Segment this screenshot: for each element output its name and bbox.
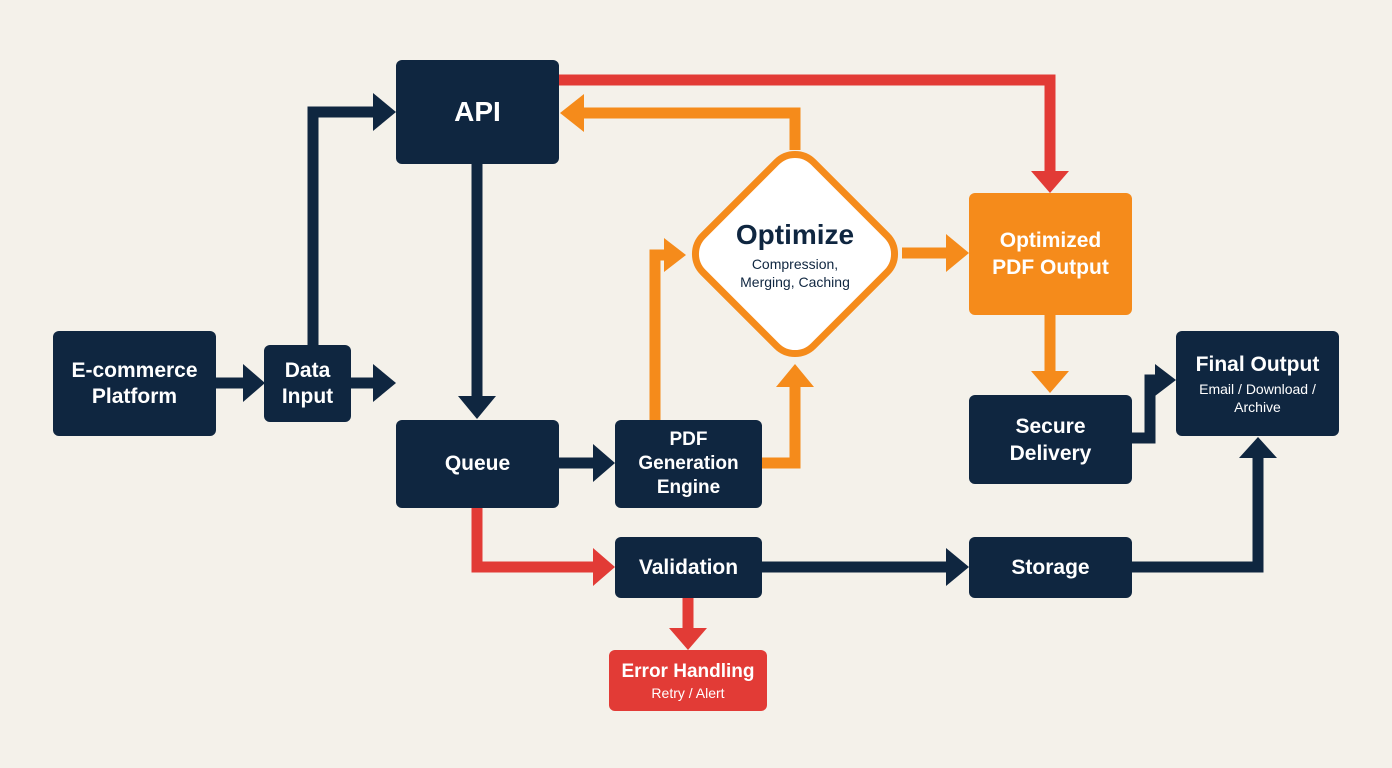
arrowhead [1031, 371, 1069, 393]
storage-node: Storage [969, 537, 1132, 598]
arrowhead [664, 238, 686, 272]
arrowhead [1239, 437, 1277, 458]
arrowhead [560, 94, 584, 132]
optimize-diamond [691, 150, 899, 358]
edge-data-input-to-api [307, 106, 376, 345]
arrowhead [458, 396, 496, 419]
arrowhead [373, 364, 396, 402]
edge-storage-to-final-output [1132, 456, 1264, 573]
arrowhead [593, 548, 615, 586]
arrowhead [776, 364, 814, 387]
pdf-generation-engine-label: PDF Generation Engine [638, 429, 739, 498]
final-output-node: Final Output Email / Download / Archive [1176, 331, 1339, 436]
ecommerce-platform-node: E-commerce Platform [53, 331, 216, 436]
secure-delivery-label: Secure Delivery [1009, 414, 1092, 465]
validation-label: Validation [638, 555, 739, 579]
secure-delivery-node: Secure Delivery [969, 395, 1132, 484]
final-output-sub: Email / Download / Archive [1199, 380, 1316, 415]
error-handling-sub: Retry / Alert [651, 684, 725, 701]
queue-label: Queue [444, 452, 511, 475]
edge-secure-delivery-to-final-output [1132, 374, 1158, 444]
arrowhead [946, 234, 969, 272]
optimize-label: Optimize [735, 219, 855, 250]
optimize-sub: Compression, Merging, Caching [740, 256, 850, 290]
error-handling-node: Error Handling Retry / Alert [609, 650, 767, 711]
arrowhead [593, 444, 615, 482]
arrowhead [946, 548, 969, 586]
storage-label: Storage [1011, 555, 1090, 579]
data-input-node: Data Input [264, 345, 351, 422]
edge-optimize-to-api [582, 107, 801, 150]
arrowhead [1155, 364, 1176, 396]
edge-queue-to-validation [471, 507, 596, 573]
optimized-pdf-output-node: Optimized PDF Output [969, 193, 1132, 315]
edge-pdf-engine-to-optimize [649, 249, 666, 420]
validation-node: Validation [615, 537, 762, 598]
api-label: API [454, 96, 501, 127]
optimized-pdf-output-label: Optimized PDF Output [992, 229, 1109, 279]
error-handling-label: Error Handling [621, 660, 755, 682]
ecommerce-platform-label: E-commerce Platform [71, 358, 198, 408]
pdf-generation-engine-node: PDF Generation Engine [615, 420, 762, 508]
data-input-label: Data Input [281, 358, 334, 408]
final-output-label: Final Output [1195, 352, 1320, 376]
edge-pdf-engine-to-optimize-bottom [762, 385, 801, 469]
arrowhead [243, 364, 265, 402]
arrowhead [373, 93, 396, 131]
arrowhead [1031, 171, 1069, 193]
arrowhead [669, 628, 707, 650]
optimize-node: Optimize Compression, Merging, Caching [710, 218, 880, 291]
api-node: API [396, 60, 559, 164]
queue-node: Queue [396, 420, 559, 508]
edge-api-to-optimized-output [558, 74, 1056, 173]
